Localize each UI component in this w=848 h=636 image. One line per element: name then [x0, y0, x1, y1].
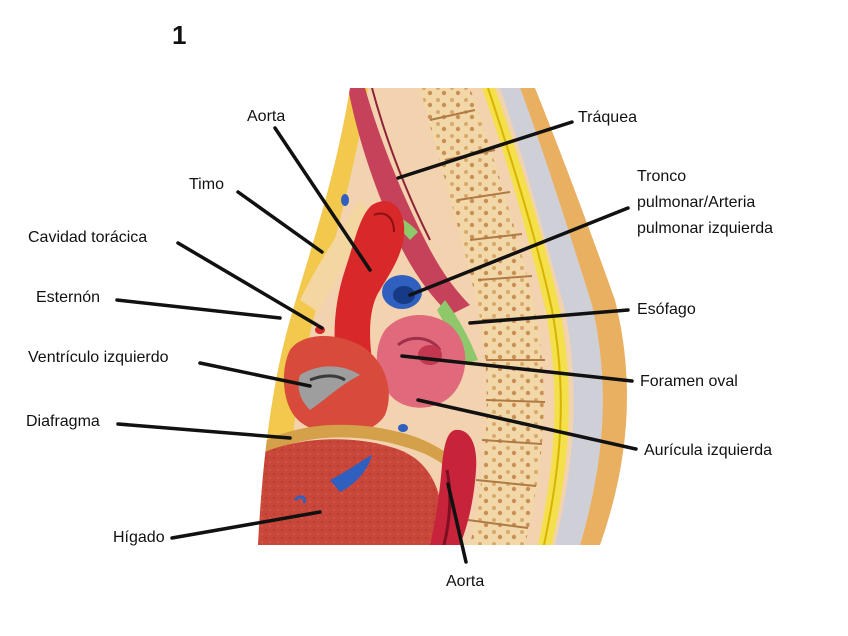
- body-section: [258, 88, 627, 545]
- label-tronco-line3: pulmonar izquierda: [637, 220, 774, 237]
- label-higado: Hígado: [113, 529, 165, 546]
- leader-cavidad: [176, 241, 324, 330]
- leader-aorta-top: [273, 126, 372, 272]
- label-aorta-top: Aorta: [247, 108, 286, 125]
- leader-timo: [236, 190, 324, 254]
- leader-auricula: [416, 398, 638, 451]
- leader-esofago: [468, 308, 630, 325]
- label-esofago: Esófago: [637, 301, 696, 318]
- label-aorta-bottom: Aorta: [446, 573, 485, 590]
- label-diafragma: Diafragma: [26, 413, 100, 430]
- leader-diafragma: [116, 422, 292, 440]
- label-esternon: Esternón: [36, 289, 101, 306]
- leader-ventriculo: [198, 361, 312, 388]
- leader-aorta-bottom: [446, 482, 468, 564]
- label-tronco-line2: pulmonar/Arteria: [637, 194, 756, 211]
- label-foramen-oval: Foramen oval: [640, 373, 738, 390]
- leader-lines: [115, 120, 638, 564]
- label-ventriculo-izquierdo: Ventrículo izquierdo: [28, 349, 169, 366]
- leader-esternon: [115, 298, 282, 320]
- label-auricula-izquierda: Aurícula izquierda: [644, 442, 773, 459]
- label-traquea: Tráquea: [578, 109, 637, 126]
- leader-foramen: [400, 354, 634, 383]
- leader-traquea: [396, 120, 574, 180]
- label-cavidad-toracica: Cavidad torácica: [28, 229, 148, 246]
- figure-number: 1: [172, 20, 187, 50]
- label-timo: Timo: [189, 176, 224, 193]
- leader-tronco: [408, 206, 630, 297]
- leader-higado: [170, 510, 322, 540]
- label-tronco-line1: Tronco: [637, 168, 687, 185]
